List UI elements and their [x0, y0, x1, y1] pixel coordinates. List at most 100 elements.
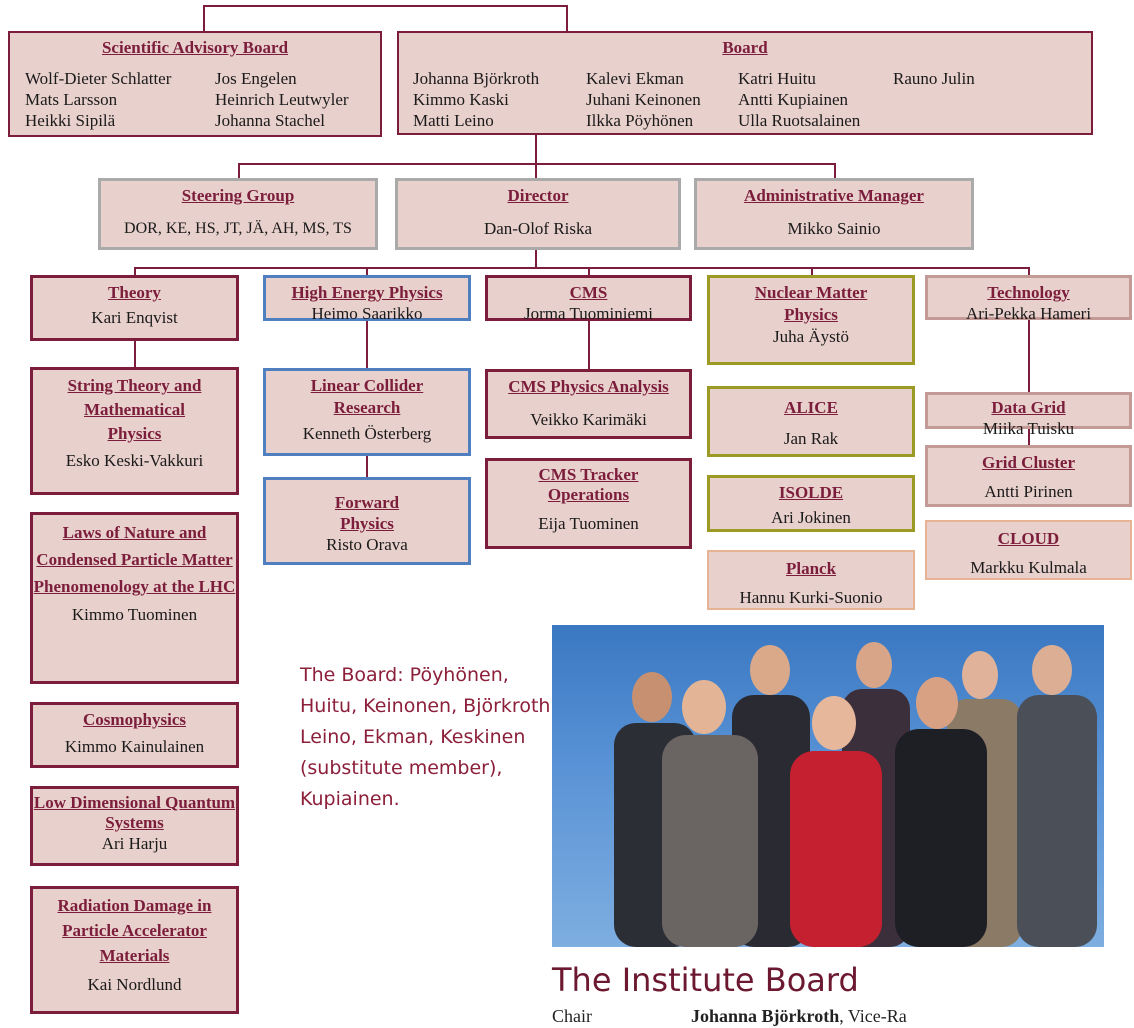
steering-group-title[interactable]: Steering Group: [181, 186, 295, 205]
member-name: Johanna Stachel: [215, 111, 325, 130]
cloud-title[interactable]: CLOUD: [997, 529, 1060, 548]
section-heading: The Institute Board: [552, 961, 859, 999]
high-energy-physics-title[interactable]: High Energy Physics: [291, 283, 443, 302]
photo-caption: The Board: Pöyhönen, Huitu, Keinonen, Bj…: [300, 664, 557, 810]
linear-collider-title[interactable]: Linear Collider Research: [310, 376, 424, 417]
laws-of-nature-title[interactable]: Laws of Nature and Condensed Particle Ma…: [33, 523, 236, 596]
cms-tracker-box: CMS Tracker Operations Eija Tuominen: [485, 458, 692, 549]
member-name: Heikki Sipilä: [25, 111, 116, 130]
alice-title[interactable]: ALICE: [784, 398, 838, 417]
connector-line: [238, 163, 240, 179]
cosmophysics-box: Cosmophysics Kimmo Kainulainen: [30, 702, 239, 768]
forward-physics-head: Risto Orava: [326, 535, 408, 554]
administrative-manager-title[interactable]: Administrative Manager: [744, 186, 924, 205]
connector-line: [1028, 267, 1030, 276]
scientific-advisory-board-title[interactable]: Scientific Advisory Board: [101, 38, 289, 57]
director-box: Director Dan-Olof Riska: [395, 178, 681, 250]
technology-box: Technology Ari-Pekka Hameri: [925, 275, 1132, 323]
steering-group-members: DOR, KE, HS, JT, JÄ, AH, MS, TS: [124, 220, 352, 237]
data-grid-head: Miika Tuisku: [982, 419, 1075, 438]
grid-cluster-box: Grid Cluster Antti Pirinen: [925, 445, 1132, 507]
chair-name: Johanna Björkroth: [691, 1006, 840, 1026]
member-name: Kalevi Ekman: [586, 69, 684, 88]
cosmophysics-title[interactable]: Cosmophysics: [83, 710, 186, 729]
cms-physics-analysis-head: Veikko Karimäki: [530, 410, 647, 429]
connector-line: [1028, 320, 1030, 393]
chair-line: Chair Johanna Björkroth, Vice-Ra: [552, 1006, 907, 1027]
cms-physics-analysis-title[interactable]: CMS Physics Analysis: [508, 377, 669, 396]
cloud-head: Markku Kulmala: [970, 558, 1087, 577]
string-theory-head: Esko Keski-Vakkuri: [65, 451, 204, 470]
member-name: Heinrich Leutwyler: [215, 90, 349, 109]
laws-of-nature-head: Kimmo Tuominen: [71, 605, 198, 624]
member-name: Wolf-Dieter Schlatter: [25, 69, 172, 88]
connector-line: [588, 267, 590, 276]
linear-collider-box: Linear Collider Research Kenneth Österbe…: [263, 368, 471, 456]
board-box: Board Johanna Björkroth Kimmo Kaski Matt…: [397, 31, 1093, 135]
theory-title[interactable]: Theory: [108, 283, 161, 302]
connector-line: [134, 267, 136, 276]
member-name: Johanna Björkroth: [413, 69, 540, 88]
low-dimensional-head: Ari Harju: [101, 834, 168, 853]
connector-line: [588, 320, 590, 370]
data-grid-title[interactable]: Data Grid: [991, 398, 1066, 417]
low-dimensional-box: Low Dimensional Quantum Systems Ari Harj…: [30, 786, 239, 866]
connector-line: [366, 267, 368, 276]
steering-group-box: Steering Group DOR, KE, HS, JT, JÄ, AH, …: [98, 178, 378, 250]
grid-cluster-title[interactable]: Grid Cluster: [981, 453, 1076, 472]
board-title[interactable]: Board: [722, 38, 768, 57]
laws-of-nature-box: Laws of Nature and Condensed Particle Ma…: [30, 512, 239, 684]
connector-line: [203, 5, 567, 7]
nuclear-matter-box: Nuclear Matter Physics Juha Äystö: [707, 275, 915, 365]
linear-collider-head: Kenneth Österberg: [302, 424, 432, 443]
chair-suffix: , Vice-Ra: [839, 1006, 907, 1026]
chair-label: Chair: [552, 1006, 592, 1026]
alice-head: Jan Rak: [783, 429, 839, 448]
forward-physics-title[interactable]: Forward Physics: [334, 493, 400, 533]
member-name: Rauno Julin: [893, 69, 975, 88]
high-energy-physics-head: Heimo Saarikko: [311, 304, 423, 323]
isolde-box: ISOLDE Ari Jokinen: [707, 475, 915, 532]
connector-line: [811, 267, 813, 276]
alice-box: ALICE Jan Rak: [707, 386, 915, 457]
isolde-title[interactable]: ISOLDE: [778, 483, 844, 502]
cms-physics-analysis-box: CMS Physics Analysis Veikko Karimäki: [485, 369, 692, 439]
director-name: Dan-Olof Riska: [483, 219, 593, 238]
connector-line: [535, 134, 537, 164]
planck-box: Planck Hannu Kurki-Suonio: [707, 550, 915, 610]
connector-line: [203, 5, 205, 32]
cms-tracker-head: Eija Tuominen: [538, 514, 639, 533]
string-theory-title[interactable]: String Theory and Mathematical Physics: [67, 376, 202, 443]
cms-tracker-title[interactable]: CMS Tracker Operations: [538, 465, 639, 504]
administrative-manager-name: Mikko Sainio: [787, 219, 881, 238]
low-dimensional-title[interactable]: Low Dimensional Quantum Systems: [33, 793, 236, 832]
connector-line: [366, 320, 368, 368]
connector-line: [535, 250, 537, 268]
connector-line: [1028, 428, 1030, 446]
member-name: Antti Kupiainen: [738, 90, 849, 109]
member-name: Mats Larsson: [25, 90, 118, 109]
high-energy-physics-box: High Energy Physics Heimo Saarikko: [263, 275, 471, 323]
connector-line: [566, 5, 568, 32]
theory-box: Theory Kari Enqvist: [30, 275, 239, 341]
connector-line: [134, 267, 1030, 269]
cms-title[interactable]: CMS: [569, 283, 608, 302]
connector-line: [834, 163, 836, 179]
data-grid-box: Data Grid Miika Tuisku: [925, 392, 1132, 438]
radiation-damage-title[interactable]: Radiation Damage in Particle Accelerator…: [57, 896, 212, 965]
member-name: Ulla Ruotsalainen: [738, 111, 861, 130]
radiation-damage-head: Kai Nordlund: [87, 975, 182, 994]
planck-title[interactable]: Planck: [785, 559, 837, 578]
board-group-photo-illustration: [614, 642, 1097, 947]
connector-line: [535, 163, 537, 179]
technology-head: Ari-Pekka Hameri: [965, 304, 1092, 323]
nuclear-matter-title[interactable]: Nuclear Matter Physics: [754, 283, 868, 324]
administrative-manager-box: Administrative Manager Mikko Sainio: [694, 178, 974, 250]
director-title[interactable]: Director: [507, 186, 569, 205]
cms-head: Jorma Tuominiemi: [524, 304, 653, 323]
member-name: Juhani Keinonen: [586, 90, 701, 109]
board-group-photo: [552, 625, 1104, 947]
theory-head: Kari Enqvist: [91, 308, 178, 327]
scientific-advisory-board-box: Scientific Advisory Board Wolf-Dieter Sc…: [8, 31, 382, 137]
technology-title[interactable]: Technology: [987, 283, 1070, 302]
